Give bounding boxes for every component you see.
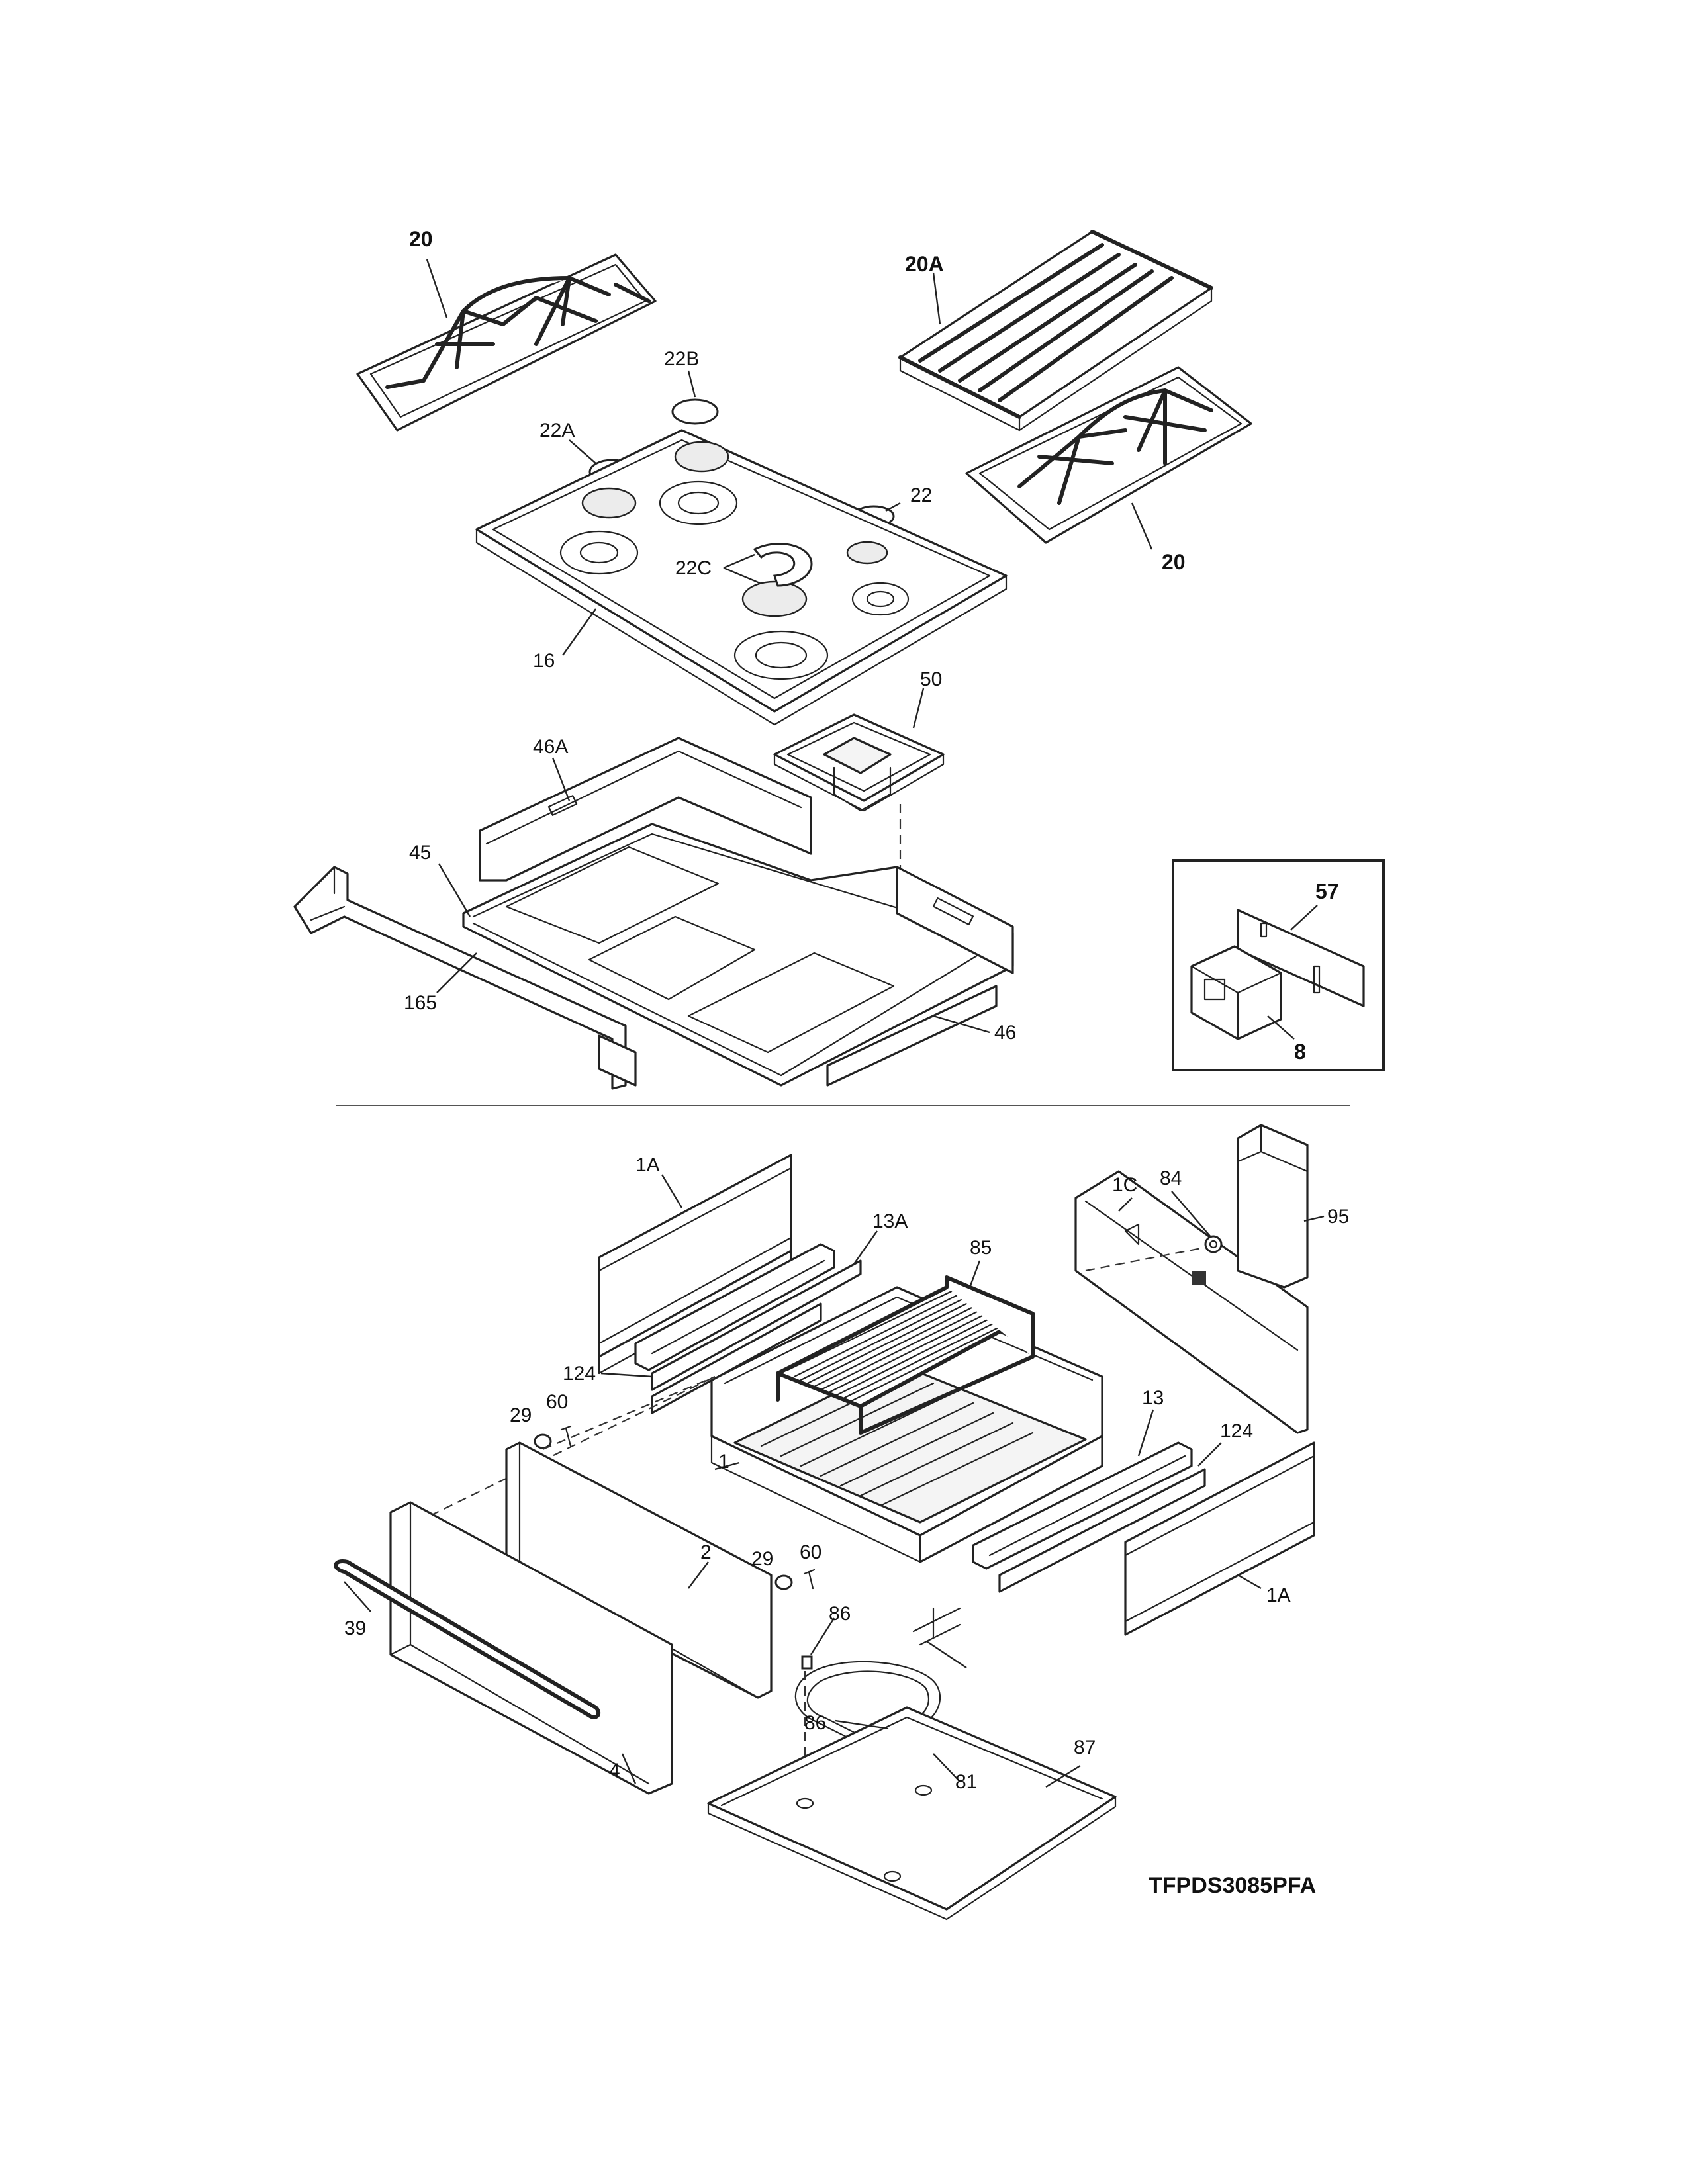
label-element-81: 81: [955, 1771, 977, 1793]
clip-86-top: [801, 1655, 813, 1670]
label-rack-85: 85: [970, 1237, 992, 1259]
label-clip-86-top: 86: [829, 1603, 851, 1625]
label-side-1a-top: 1A: [635, 1154, 660, 1176]
label-slide-13a: 13A: [872, 1210, 908, 1232]
burner-cap-22c: [753, 543, 813, 587]
part-84: [1204, 1235, 1223, 1253]
label-screw-60-right: 60: [800, 1541, 821, 1563]
burner-cap-22b: [671, 398, 719, 425]
label-bumper-29-right: 29: [751, 1548, 773, 1570]
cooktop: [475, 429, 1008, 726]
label-clip-86-bottom: 86: [804, 1712, 826, 1734]
grate-left: [356, 253, 657, 432]
label-door-4: 4: [609, 1760, 620, 1782]
label-bracket-165: 165: [404, 992, 437, 1014]
label-panel-46a: 46A: [533, 736, 568, 758]
griddle-grate: [898, 230, 1213, 432]
label-cap-22c: 22C: [675, 557, 712, 579]
label-bumper-29-left: 29: [510, 1404, 532, 1426]
slide-13a: [634, 1243, 862, 1391]
label-front-2: 2: [700, 1541, 712, 1563]
label-cap-22b: 22B: [664, 348, 699, 370]
label-cooktop: 16: [533, 650, 555, 672]
handle-39: [334, 1559, 601, 1719]
label-side-1a-bottom: 1A: [1266, 1584, 1291, 1606]
label-bottom-87: 87: [1074, 1737, 1096, 1758]
inset-box: [1172, 859, 1385, 1071]
label-grate-left: 20: [409, 227, 433, 251]
label-panel-46: 46: [994, 1022, 1016, 1044]
bottom-panel-87: [707, 1706, 1117, 1921]
label-inset-8: 8: [1294, 1040, 1306, 1064]
label-panel-45: 45: [409, 842, 431, 864]
label-grate-right: 20: [1162, 550, 1186, 574]
grate-right: [965, 366, 1252, 544]
label-drawer-1: 1: [718, 1451, 729, 1473]
bumper-29-right: [774, 1574, 793, 1590]
label-inset-57: 57: [1315, 880, 1339, 903]
panel-46a: [479, 737, 812, 882]
screw-60-left: [560, 1425, 572, 1447]
label-back-1c: 1C: [1112, 1174, 1137, 1196]
label-screw-60-left: 60: [546, 1391, 568, 1413]
label-cap-22a: 22A: [539, 420, 575, 441]
label-tray-50: 50: [920, 668, 942, 690]
label-slide-13: 13: [1142, 1387, 1164, 1409]
label-part-84: 84: [1160, 1167, 1182, 1189]
side-panel-1a-bottom: [1124, 1441, 1315, 1636]
leader-lines: [344, 259, 1325, 1788]
cover-95: [1237, 1124, 1309, 1289]
model-number: TFPDS3085PFA: [1149, 1873, 1316, 1898]
label-cover-95: 95: [1327, 1206, 1349, 1228]
slide-13-right: [972, 1441, 1206, 1593]
label-cap-22: 22: [910, 484, 932, 506]
screw-60-right: [803, 1569, 816, 1590]
label-handle-39: 39: [344, 1617, 366, 1639]
label-slide-124-left: 124: [563, 1363, 596, 1385]
label-slide-124-right: 124: [1220, 1420, 1253, 1442]
back-panel-1c: [1074, 1170, 1309, 1434]
base-frame-45: [462, 823, 1014, 1087]
bumper-29-left: [534, 1433, 552, 1449]
drawer-door-4: [389, 1501, 673, 1795]
label-griddle-grate: 20A: [905, 252, 944, 276]
rack-85: [776, 1275, 1035, 1435]
bracket-165: [293, 866, 637, 1090]
tray-50: [773, 713, 945, 812]
